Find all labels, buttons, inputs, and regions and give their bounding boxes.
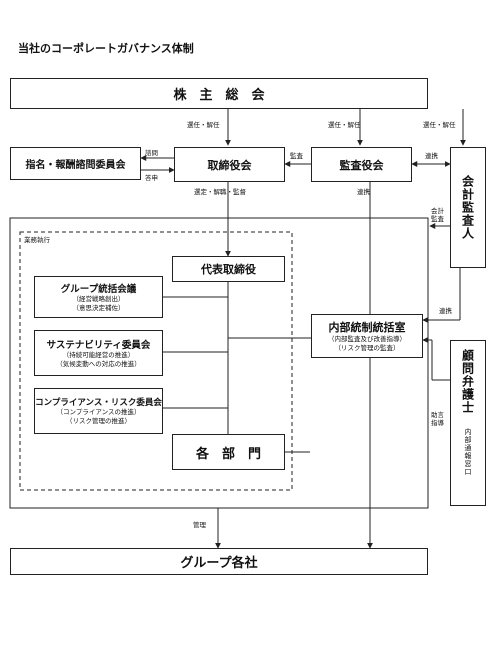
legal-advisor-box: 顧問弁護士 内部通報窓口 — [450, 340, 486, 506]
committee-group-box: グループ統括会議 （経営戦略創出） （意思決定補佐） — [34, 276, 163, 318]
group-companies-box: グループ各社 — [10, 548, 428, 575]
execution-dashed-frame — [19, 231, 293, 491]
group-companies-label: グループ各社 — [180, 556, 258, 571]
label-select-dismiss-supervise: 選定・解職・監督 — [194, 188, 246, 196]
committee-group-note-1: （経営戦略創出） — [72, 295, 125, 304]
label-report: 答申 — [145, 174, 158, 182]
label-cooperation-auditor: 連携 — [425, 152, 438, 160]
board-box: 取締役会 — [174, 147, 285, 182]
label-cooperation-audit-internal: 連携 — [357, 188, 370, 196]
committee-compliance-note-1: （コンプライアンスの推進） — [56, 408, 141, 417]
representative-director-box: 代表取締役 — [172, 256, 285, 282]
label-appoint-audit: 選任・解任 — [328, 121, 361, 129]
audit-board-box: 監査役会 — [311, 147, 412, 182]
internal-control-note-2: （リスク管理の監査） — [334, 344, 400, 352]
accounting-auditor-box: 会計監査人 — [450, 147, 486, 268]
execution-area-label: 業務執行 — [24, 236, 50, 244]
committee-compliance-box: コンプライアンス・リスク委員会 （コンプライアンスの推進） （リスク管理の推進） — [34, 388, 163, 434]
audit-board-label: 監査役会 — [339, 158, 384, 172]
board-label: 取締役会 — [207, 158, 252, 172]
execution-outer-frame — [9, 217, 429, 509]
legal-advisor-note: 内部通報窓口 — [464, 428, 472, 476]
departments-box: 各 部 門 — [172, 434, 285, 470]
accounting-auditor-label: 会計監査人 — [460, 175, 475, 240]
committee-compliance-note-2: （リスク管理の推進） — [66, 417, 131, 425]
nomination-committee-label: 指名・報酬諮問委員会 — [25, 160, 126, 171]
committee-group-name: グループ統括会議 — [60, 284, 137, 296]
committee-sustainability-name: サステナビリティ委員会 — [46, 340, 151, 352]
label-advice-guidance: 助言指導 — [431, 411, 444, 427]
shareholders-label: 株 主 総 会 — [173, 88, 265, 103]
committee-sustainability-box: サステナビリティ委員会 （持続可能経営の推進） （気候変動への対応の推進） — [34, 330, 163, 376]
label-accounting-audit: 会計監査 — [431, 207, 444, 223]
committee-sustainability-note-2: （気候変動への対応の推進） — [56, 360, 141, 368]
committee-group-note-2: （意思決定補佐） — [72, 304, 125, 312]
departments-label: 各 部 門 — [195, 446, 261, 462]
label-audit: 監査 — [290, 152, 303, 160]
internal-control-box: 内部統制統括室 （内部監査及び改善指導） （リスク管理の監査） — [311, 314, 423, 358]
committee-compliance-name: コンプライアンス・リスク委員会 — [35, 398, 162, 409]
label-appoint-board: 選任・解任 — [187, 121, 220, 129]
legal-advisor-name: 顧問弁護士 — [460, 349, 475, 414]
representative-director-label: 代表取締役 — [201, 263, 256, 276]
label-consult: 諮問 — [145, 149, 158, 157]
label-management: 管理 — [193, 521, 206, 529]
nomination-committee-box: 指名・報酬諮問委員会 — [10, 147, 141, 180]
internal-control-name: 内部統制統括室 — [328, 321, 406, 335]
internal-control-note-1: （内部監査及び改善指導） — [328, 335, 406, 344]
label-cooperation-internal: 連携 — [439, 307, 452, 315]
shareholders-box: 株 主 総 会 — [10, 78, 428, 109]
page-title: 当社のコーポレートガバナンス体制 — [18, 42, 194, 55]
committee-sustainability-note-1: （持続可能経営の推進） — [62, 351, 135, 360]
label-appoint-auditor: 選任・解任 — [423, 121, 456, 129]
